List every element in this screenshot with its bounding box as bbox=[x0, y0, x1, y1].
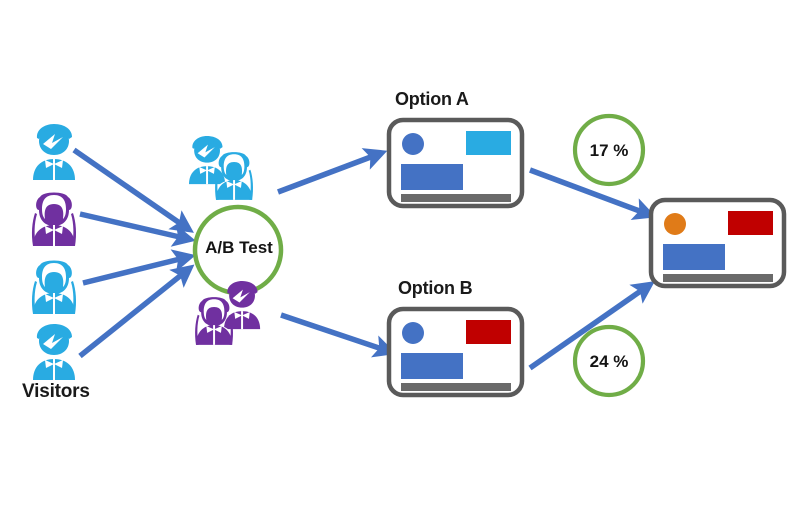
option-b-avatar-circle bbox=[402, 322, 424, 344]
option-b-accent-block bbox=[466, 320, 511, 344]
option-b-content-block bbox=[401, 353, 463, 379]
option-a-card bbox=[386, 117, 525, 209]
arrow-to-option-a bbox=[277, 148, 388, 195]
ab-test-label: A/B Test bbox=[205, 238, 273, 257]
winner-footer-bar bbox=[663, 274, 773, 282]
option-a-accent-block bbox=[466, 131, 511, 155]
visitor-icon-2 bbox=[31, 192, 77, 246]
arrows-options-to-winner bbox=[528, 167, 657, 371]
winning-page-card bbox=[648, 197, 787, 289]
arrow-visitor-1 bbox=[72, 147, 194, 233]
arrow-visitor-3 bbox=[82, 249, 196, 286]
winner-content-block bbox=[663, 244, 725, 270]
arrow-visitor-4 bbox=[78, 264, 195, 359]
option-a-content-block bbox=[401, 164, 463, 190]
conversion-rate-b: 24 % bbox=[589, 352, 629, 371]
visitor-icon-1 bbox=[33, 124, 75, 180]
option-b-footer-bar bbox=[401, 383, 511, 391]
winner-avatar-circle bbox=[664, 213, 686, 235]
conversion-circle-a bbox=[572, 113, 646, 187]
arrows-test-to-options bbox=[277, 148, 397, 358]
arrow-to-option-b bbox=[280, 312, 397, 358]
visitors-label: Visitors bbox=[22, 381, 90, 402]
option-a-footer-bar bbox=[401, 194, 511, 202]
winner-accent-block bbox=[728, 211, 773, 235]
conversion-rate-a: 17 % bbox=[589, 141, 629, 160]
option-a-label: Option A bbox=[395, 89, 469, 109]
arrow-a-to-winner bbox=[529, 167, 657, 220]
arrows-visitors-to-test bbox=[72, 147, 196, 359]
group-icon-a bbox=[189, 136, 255, 200]
arrow-b-to-winner bbox=[528, 281, 655, 371]
visitor-icon-4 bbox=[33, 324, 75, 380]
group-icon-b bbox=[193, 281, 261, 345]
conversion-circle-b bbox=[572, 324, 646, 398]
option-b-label: Option B bbox=[398, 278, 473, 298]
arrow-visitor-2 bbox=[79, 211, 196, 247]
option-b-card bbox=[386, 306, 525, 398]
option-a-avatar-circle bbox=[402, 133, 424, 155]
visitor-icon-3 bbox=[31, 260, 77, 314]
